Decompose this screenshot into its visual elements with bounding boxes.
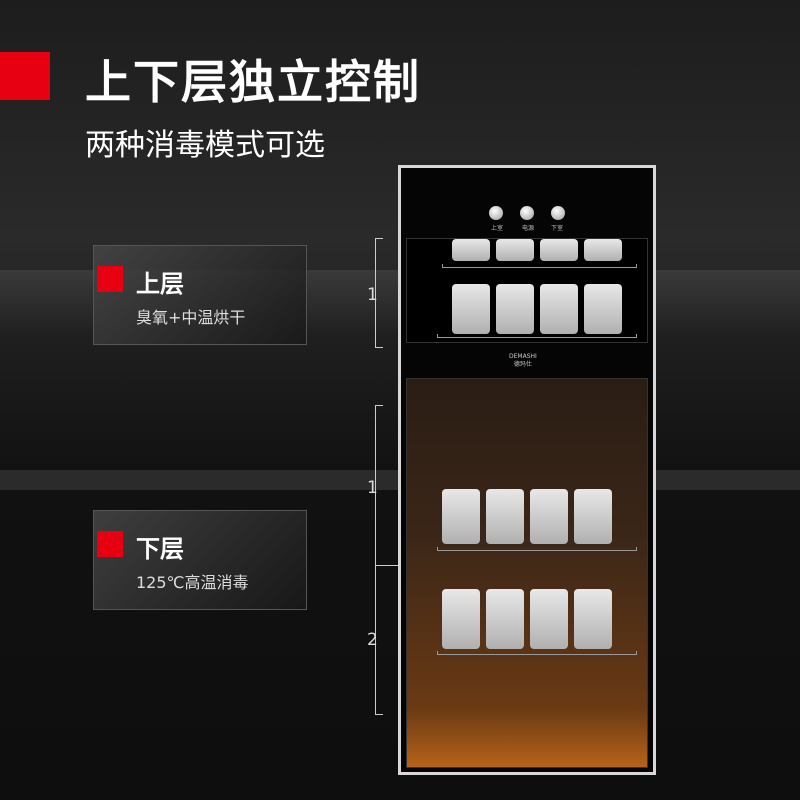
lower-layer-desc: 125℃高温消毒 bbox=[136, 573, 249, 592]
title-accent-square bbox=[0, 52, 50, 100]
brand-name: DEMASHI bbox=[509, 353, 537, 360]
upper-layer-desc: 臭氧+中温烘干 bbox=[136, 308, 246, 327]
upper-knob[interactable] bbox=[489, 206, 503, 220]
upper-layer-title: 上层 bbox=[136, 270, 184, 298]
page-title: 上下层独立控制 bbox=[85, 55, 421, 109]
lower-knob-label: 下室 bbox=[551, 225, 564, 232]
accent-square bbox=[97, 531, 123, 557]
upper-chamber bbox=[406, 238, 648, 343]
lower-layer-title: 下层 bbox=[136, 535, 184, 563]
lower-chamber bbox=[406, 378, 648, 768]
lower-top-dimension-label: 1 bbox=[367, 478, 378, 498]
page-subtitle: 两种消毒模式可选 bbox=[85, 128, 325, 163]
upper-dimension-bracket bbox=[375, 238, 383, 348]
lower-layer-card: 下层 125℃高温消毒 bbox=[93, 510, 307, 610]
brand-name-cn: 德玛仕 bbox=[513, 361, 532, 368]
lower-knob[interactable] bbox=[551, 206, 565, 220]
upper-dimension-label: 1 bbox=[367, 285, 378, 305]
upper-knob-label: 上室 bbox=[491, 225, 504, 232]
lower-bottom-dimension-label: 2 bbox=[367, 630, 378, 650]
power-knob-label: 电源 bbox=[522, 225, 535, 232]
accent-square bbox=[97, 266, 123, 292]
upper-layer-card: 上层 臭氧+中温烘干 bbox=[93, 245, 307, 345]
lower-dimension-bracket bbox=[375, 405, 383, 715]
power-knob[interactable] bbox=[520, 206, 534, 220]
